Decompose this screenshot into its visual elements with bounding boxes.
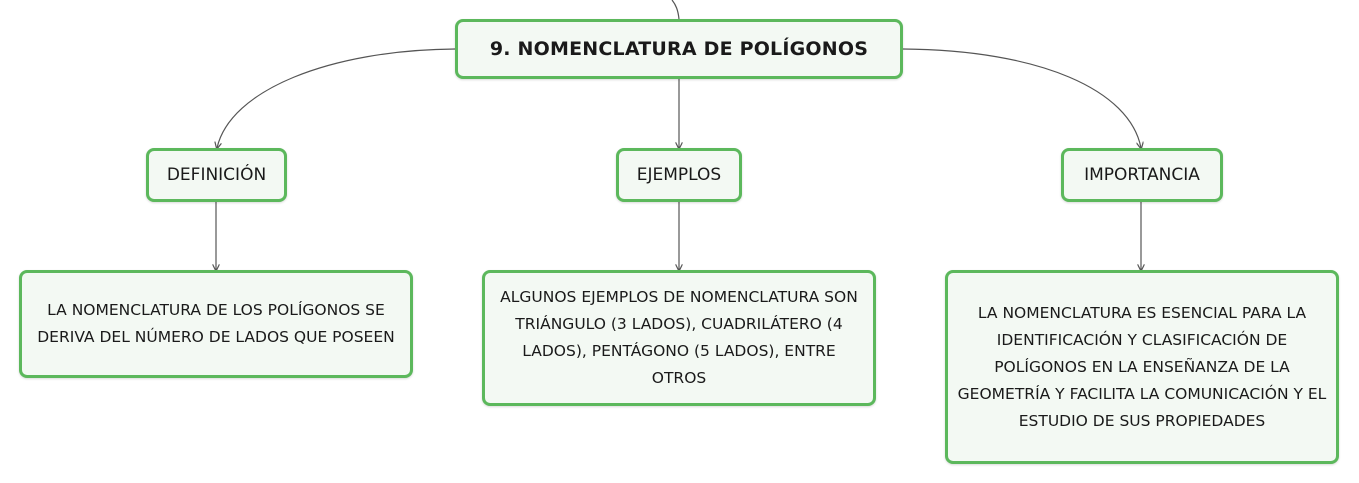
connector-parent-to-main — [671, 0, 680, 20]
connector-main-to-definicion — [217, 48, 456, 148]
detail-node-ejemplos[interactable]: ALGUNOS EJEMPLOS DE NOMENCLATURA SON TRI… — [482, 270, 876, 406]
detail-text-ejemplos: ALGUNOS EJEMPLOS DE NOMENCLATURA SON TRI… — [500, 288, 858, 387]
branch-label-definicion: DEFINICIÓN — [166, 165, 267, 185]
connector-main-to-importancia — [902, 48, 1141, 148]
detail-text-definicion: LA NOMENCLATURA DE LOS POLÍGONOS SE DERI… — [37, 301, 395, 346]
branch-label-importancia: IMPORTANCIA — [1084, 165, 1200, 185]
detail-node-definicion[interactable]: LA NOMENCLATURA DE LOS POLÍGONOS SE DERI… — [19, 270, 413, 378]
main-topic-node[interactable]: 9. NOMENCLATURA DE POLÍGONOS — [455, 19, 903, 79]
branch-node-ejemplos[interactable]: EJEMPLOS — [616, 148, 742, 202]
branch-node-definicion[interactable]: DEFINICIÓN — [146, 148, 287, 202]
branch-node-importancia[interactable]: IMPORTANCIA — [1061, 148, 1223, 202]
main-topic-label: 9. NOMENCLATURA DE POLÍGONOS — [489, 38, 869, 60]
branch-label-ejemplos: EJEMPLOS — [636, 165, 722, 185]
detail-node-importancia[interactable]: LA NOMENCLATURA ES ESENCIAL PARA LA IDEN… — [945, 270, 1339, 464]
detail-text-importancia: LA NOMENCLATURA ES ESENCIAL PARA LA IDEN… — [957, 303, 1327, 430]
